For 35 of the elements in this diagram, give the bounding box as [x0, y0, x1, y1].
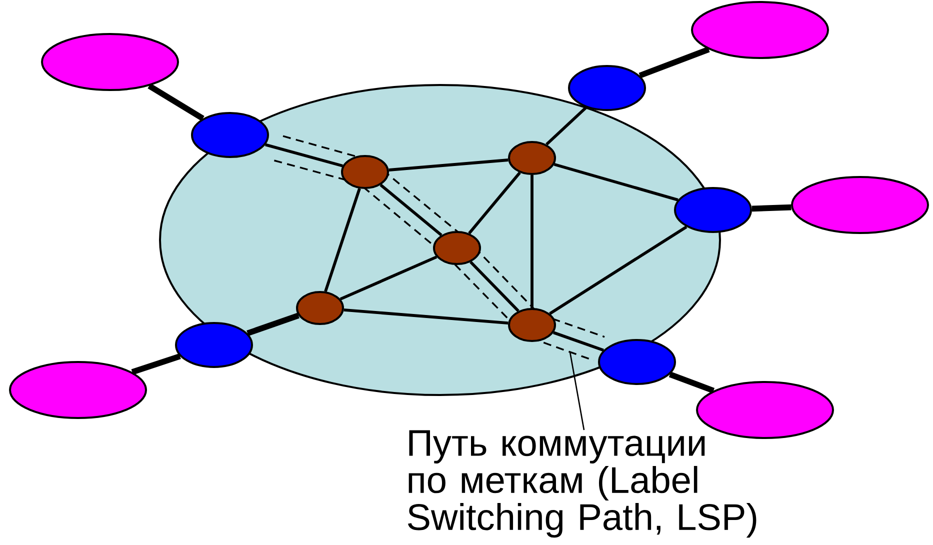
link-line [131, 353, 181, 375]
edge-router [191, 112, 269, 158]
link-line [546, 106, 588, 146]
host-ellipse [791, 176, 929, 234]
link-line [668, 372, 715, 394]
host-ellipse [9, 361, 147, 419]
callout-text: Путь коммутации по меткам (Label Switching Path, LSP) [408, 430, 756, 538]
edge-router [674, 187, 752, 233]
edge-router [598, 339, 676, 385]
edge-router [568, 65, 646, 111]
link-line [148, 83, 204, 121]
link-line [553, 331, 604, 352]
link-line [470, 260, 520, 312]
link-line [344, 308, 508, 325]
link-line [388, 158, 508, 172]
core-router [508, 141, 556, 175]
link-line [549, 226, 688, 315]
link-line [752, 204, 792, 212]
host-ellipse [691, 1, 829, 59]
link-line [324, 188, 361, 292]
core-router [508, 308, 556, 342]
link-line [638, 46, 710, 78]
link-line [340, 256, 438, 300]
core-router [433, 231, 481, 265]
link-line [468, 172, 521, 234]
link-line [246, 312, 300, 336]
link-line [380, 184, 442, 236]
core-router [296, 291, 344, 325]
edge-router [175, 322, 253, 368]
link-line [530, 175, 534, 308]
link-line [554, 162, 678, 202]
host-ellipse [41, 33, 179, 91]
link-line [264, 143, 344, 168]
leader-line [569, 352, 585, 430]
core-router [341, 155, 389, 189]
